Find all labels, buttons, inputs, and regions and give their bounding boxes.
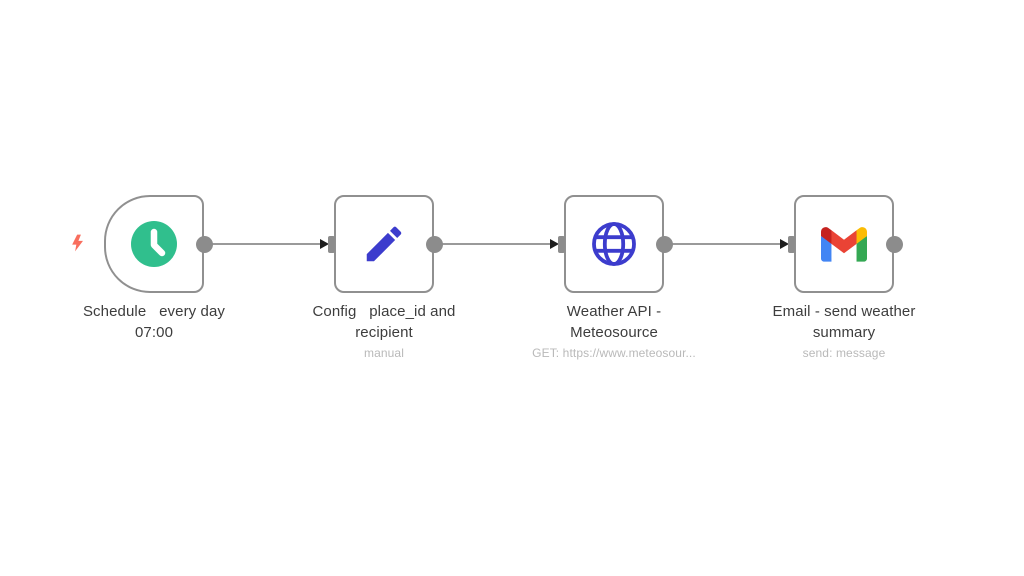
node-config: Config place_id and recipient manual: [312, 195, 455, 360]
output-port[interactable]: [426, 236, 443, 253]
globe-icon: [590, 220, 638, 268]
input-port[interactable]: [558, 236, 565, 253]
schedule-node-box[interactable]: [104, 195, 204, 293]
node-label-line: Weather API -: [566, 303, 662, 320]
output-port[interactable]: [656, 236, 673, 253]
gmail-icon: [821, 226, 867, 262]
output-port[interactable]: [886, 236, 903, 253]
input-port[interactable]: [328, 236, 335, 253]
node-label-line: Config place_id and: [312, 303, 456, 320]
connection-arrowhead-icon: [550, 239, 559, 249]
connection-line[interactable]: [664, 243, 780, 245]
node-label-line: Schedule every day: [82, 303, 226, 320]
weather-api-node-box[interactable]: [564, 195, 664, 293]
node-label-line: 07:00: [134, 324, 174, 341]
node-label: Weather API - Meteosource GET: https://w…: [504, 301, 724, 360]
config-node-box[interactable]: [334, 195, 434, 293]
connection-arrowhead-icon: [780, 239, 789, 249]
node-label-line: Meteosource: [570, 324, 658, 341]
output-port[interactable]: [196, 236, 213, 253]
connection-line[interactable]: [434, 243, 550, 245]
node-schedule-trigger: Schedule every day 07:00: [83, 195, 225, 341]
input-port[interactable]: [788, 236, 795, 253]
node-subtitle: send: message: [802, 346, 886, 360]
node-subtitle: manual: [364, 346, 404, 360]
clock-icon: [130, 220, 178, 268]
node-label: Email - send weather summary send: messa…: [734, 301, 954, 360]
node-label: Schedule every day 07:00: [44, 301, 264, 343]
node-email: Email - send weather summary send: messa…: [773, 195, 915, 360]
node-label: Config place_id and recipient manual: [274, 301, 494, 360]
lightning-bolt-icon: [68, 231, 88, 255]
pencil-icon: [361, 221, 407, 267]
email-node-box[interactable]: [794, 195, 894, 293]
node-weather-api: Weather API - Meteosource GET: https://w…: [532, 195, 696, 360]
node-subtitle: GET: https://www.meteosour...: [532, 346, 696, 360]
node-label-line: summary: [812, 324, 876, 341]
connection-line[interactable]: [204, 243, 320, 245]
node-label-line: Email - send weather: [772, 303, 916, 320]
node-label-line: recipient: [355, 324, 413, 341]
connection-arrowhead-icon: [320, 239, 329, 249]
